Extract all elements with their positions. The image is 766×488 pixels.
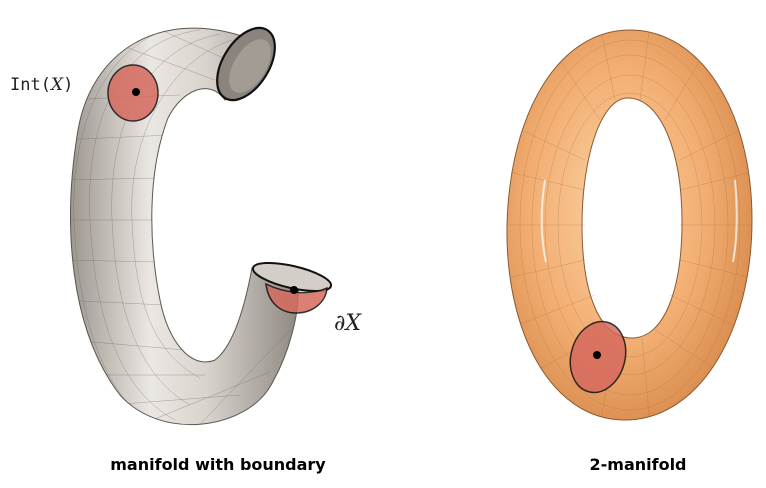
c-shaped-tube: [60, 18, 333, 435]
torus-point: [593, 351, 601, 359]
boundary-point: [290, 286, 298, 294]
caption-2-manifold: 2-manifold: [589, 455, 686, 474]
tube-body: [71, 28, 299, 425]
interior-label: Int(X): [10, 75, 73, 95]
caption-manifold-with-boundary: manifold with boundary: [110, 455, 325, 474]
boundary-label: ∂X: [334, 311, 361, 336]
torus: [500, 25, 760, 425]
interior-point: [132, 88, 140, 96]
